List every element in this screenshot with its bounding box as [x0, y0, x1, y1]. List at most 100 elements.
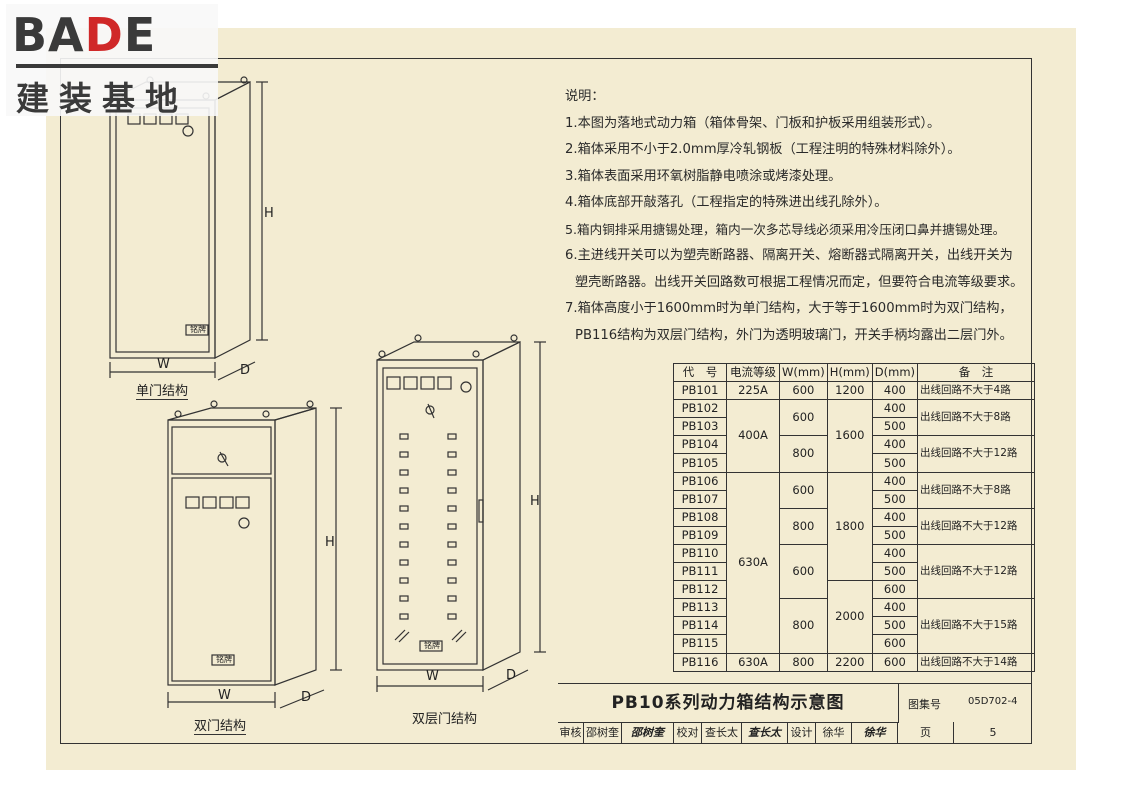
nameplate-single — [185, 324, 209, 336]
cell-code: PB110 — [673, 543, 727, 564]
dim-h-double: H — [325, 535, 335, 550]
double-layer-door-cabinet — [376, 334, 546, 692]
caption-single-door: 单门结构 — [136, 380, 189, 400]
checker-signature: 查长太 — [742, 722, 788, 744]
dim-d-layer: D — [506, 668, 517, 683]
note-line-7b: PB116结构为双层门结构，外门为透明玻璃门，开关手柄均露出二层门外。 — [575, 327, 1013, 343]
cell-w: 600 — [779, 399, 828, 437]
cell-code: PB116 — [673, 652, 727, 672]
cell-w: 800 — [779, 507, 828, 545]
table-row: PB115 600 — [673, 634, 1035, 654]
caption-double-layer-door: 双层门结构 — [412, 712, 478, 727]
double-door-cabinet — [167, 400, 342, 709]
table-row: PB101 225A 600 1200 400 出线回路不大于4路 — [673, 381, 1036, 401]
checker-name: 查长太 — [702, 722, 742, 744]
signature-row: 审核 邵树奎 邵树奎 校对 查长太 查长太 设计 徐华 徐华 页 5 — [558, 722, 1032, 744]
cell-code: PB112 — [673, 580, 727, 600]
cell-remark: 出线回路不大于12路 — [917, 507, 1036, 545]
cell-d: 500 — [871, 489, 919, 509]
nameplate-double — [211, 654, 235, 666]
dim-d-single: D — [240, 363, 251, 378]
cell-d: 600 — [871, 634, 919, 654]
cell-code: PB113 — [673, 598, 727, 618]
notes-heading: 说明： — [565, 89, 605, 104]
cell-code: PB104 — [673, 435, 727, 455]
dim-d-double: D — [301, 690, 312, 705]
table-row: PB103 500 — [673, 417, 1035, 437]
cell-remark: 出线回路不大于12路 — [917, 435, 1036, 473]
designer-name: 徐华 — [816, 722, 852, 744]
cell-remark: 出线回路不大于12路 — [917, 543, 1036, 600]
cell-remark: 出线回路不大于8路 — [917, 399, 1036, 437]
note-line-3: 3.箱体表面采用环氧树脂静电喷涂或烤漆处理。 — [565, 168, 842, 184]
cell-remark: 出线回路不大于14路 — [917, 652, 1036, 672]
table-row: PB113 800 400 出线回路不大于15路 — [673, 598, 1036, 654]
notes-block: 说明： 1.本图为落地式动力箱（箱体骨架、门板和护板采用组装形式）。 2.箱体采… — [565, 84, 1035, 349]
cell-d: 400 — [871, 507, 919, 527]
logo-divider — [16, 64, 218, 68]
cell-d: 500 — [871, 453, 919, 473]
logo-subtitle: 建装基地 — [16, 79, 188, 118]
cell-w: 600 — [779, 471, 828, 509]
cell-d: 600 — [871, 652, 919, 672]
cell-d: 400 — [871, 381, 919, 401]
cell-d: 600 — [871, 580, 919, 600]
cell-h: 2000 — [826, 580, 873, 654]
note-line-7: 7.箱体高度小于1600mm时为单门结构，大于等于1600mm时为双门结构， — [565, 301, 1013, 316]
table-row: PB107 500 — [673, 489, 1035, 509]
cell-remark: 出线回路不大于15路 — [917, 598, 1036, 654]
cell-d: 400 — [871, 598, 919, 618]
cell-code: PB108 — [673, 507, 727, 527]
note-line-4: 4.箱体底部开敲落孔（工程指定的特殊进出线孔除外）。 — [565, 195, 888, 210]
cell-code: PB102 — [673, 399, 727, 419]
cell-d: 400 — [871, 399, 919, 419]
page-label: 页 — [898, 722, 954, 744]
check-label: 校对 — [674, 722, 702, 744]
cell-current: 630A — [726, 471, 780, 654]
col-w: W(mm) — [779, 362, 828, 383]
logo-letters-ba: BA — [12, 8, 85, 62]
title-block: PB10系列动力箱结构示意图 图集号 05D702-4 审核 邵树奎 邵树奎 校… — [558, 683, 1032, 745]
cell-d: 400 — [871, 471, 919, 491]
cell-code: PB107 — [673, 489, 727, 509]
cell-current: 225A — [726, 381, 780, 401]
logo-wordmark: BADE — [12, 8, 156, 62]
cell-h: 1200 — [826, 381, 873, 401]
cell-code: PB106 — [673, 471, 727, 491]
dim-w-single: W — [157, 357, 170, 372]
dim-w-layer: W — [426, 669, 439, 684]
cell-w: 800 — [779, 652, 828, 672]
design-label: 设计 — [788, 722, 816, 744]
page-number: 5 — [989, 726, 997, 739]
badge-layer: 铭牌 — [424, 641, 440, 650]
note-line-5: 5.箱内铜排采用搪锡处理，箱内一次多芯导线必须采用冷压闭口鼻并搪锡处理。 — [565, 221, 1006, 237]
outgoing-switch-rows — [399, 433, 457, 620]
dim-h-single: H — [264, 206, 274, 221]
table-row: PB112 2000 600 — [673, 580, 1035, 654]
cell-d: 500 — [871, 525, 919, 545]
cell-h: 2200 — [826, 652, 873, 672]
dim-w-double: W — [218, 688, 231, 703]
cell-current: 630A — [726, 652, 780, 672]
atlas-number: 05D702-4 — [968, 696, 1018, 707]
table-row: PB110 600 400 出线回路不大于12路 — [673, 543, 1036, 600]
table-row: PB114 500 — [673, 616, 1035, 636]
table-row: PB108 800 400 出线回路不大于12路 — [673, 507, 1036, 545]
cell-code: PB103 — [673, 417, 727, 437]
cell-h: 1600 — [826, 399, 873, 473]
note-line-6: 6.主进线开关可以为塑壳断路器、隔离开关、熔断器式隔离开关，出线开关为 — [565, 248, 1013, 263]
col-d: D(mm) — [871, 362, 919, 383]
cell-d: 500 — [871, 562, 919, 582]
cell-d: 500 — [871, 417, 919, 437]
cell-current: 400A — [726, 399, 780, 473]
table-row: PB111 500 — [673, 562, 1035, 582]
logo-letter-e: E — [123, 8, 157, 62]
cell-d: 400 — [871, 435, 919, 455]
table-row: PB105 500 — [673, 453, 1035, 473]
review-label: 审核 — [558, 722, 584, 744]
dim-h-layer: H — [530, 494, 540, 509]
logo-letter-d: D — [84, 8, 124, 62]
col-h: H(mm) — [826, 362, 873, 383]
cell-code: PB109 — [673, 525, 727, 545]
table-row: PB109 500 — [673, 525, 1035, 545]
